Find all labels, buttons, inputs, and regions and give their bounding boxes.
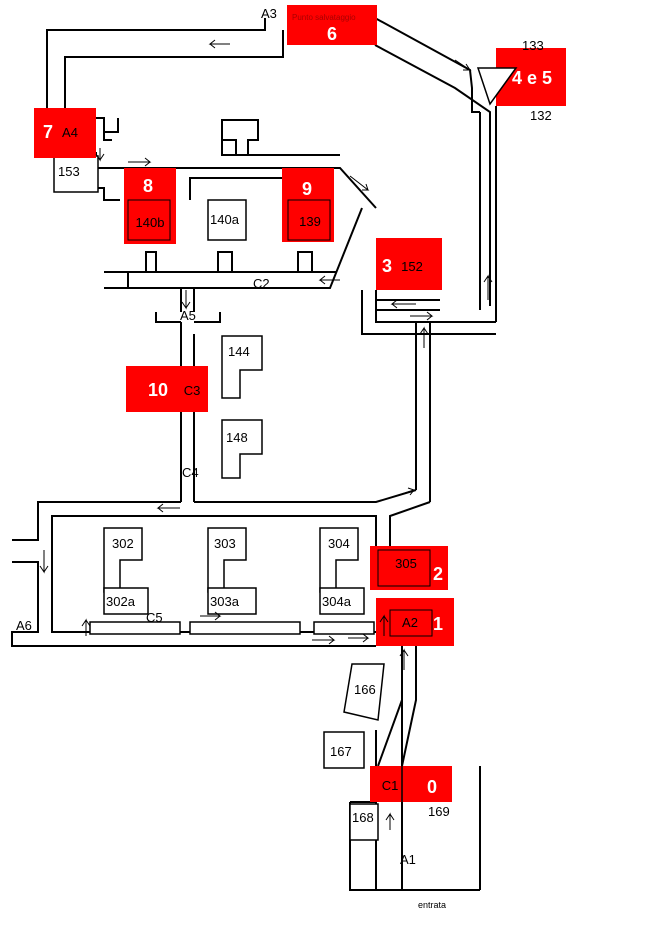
- room-c5-strip-3: [313, 621, 375, 635]
- room-304a: [319, 587, 365, 615]
- room-148: [221, 419, 263, 479]
- label-148: 148: [226, 430, 248, 445]
- room-144: [221, 335, 263, 399]
- label-166: 166: [354, 682, 376, 697]
- label-c4: C4: [182, 465, 199, 480]
- label-168: 168: [352, 810, 374, 825]
- red-zone-7: 7 A4: [34, 108, 96, 158]
- red-zone-10: 10 C3: [126, 366, 208, 412]
- zone-3-number: 3: [382, 256, 392, 276]
- zone-2-number: 2: [433, 564, 443, 584]
- zone-6-caption: Punto salvataggio: [292, 13, 356, 22]
- red-zone-0: C1 0: [370, 766, 452, 802]
- zone-10-number: 10: [148, 380, 168, 400]
- label-c5: C5: [146, 610, 163, 625]
- map-labels: A3 133 132 153 140a C2 A5 144 148 C4 302…: [16, 6, 552, 910]
- zone-7-number: 7: [43, 122, 53, 142]
- zone-8-label: 140b: [136, 215, 165, 230]
- rooms: [53, 155, 385, 841]
- zone-7-label: A4: [62, 125, 78, 140]
- corridor-walls: [11, 17, 497, 891]
- label-167: 167: [330, 744, 352, 759]
- label-169: 169: [428, 804, 450, 819]
- room-166: [343, 663, 385, 721]
- direction-arrows: [39, 39, 493, 830]
- zone-0-label: C1: [382, 778, 399, 793]
- label-c2: C2: [253, 276, 270, 291]
- zone-0-number: 0: [427, 777, 437, 797]
- zone-6-number: 6: [327, 24, 337, 44]
- room-153: [53, 155, 99, 193]
- room-140a: [207, 199, 247, 241]
- room-302a: [103, 587, 149, 615]
- red-zone-8: 8 140b: [124, 168, 176, 244]
- label-304a: 304a: [322, 594, 352, 609]
- label-a5: A5: [180, 308, 196, 323]
- label-a6: A6: [16, 618, 32, 633]
- label-132: 132: [530, 108, 552, 123]
- zone-1-label: A2: [402, 615, 418, 630]
- label-133: 133: [522, 38, 544, 53]
- zone-9-label: 139: [299, 214, 321, 229]
- room-c5-strip-1: [89, 621, 181, 635]
- label-302: 302: [112, 536, 134, 551]
- zone-3-label: 152: [401, 259, 423, 274]
- room-303a: [207, 587, 257, 615]
- label-a1: A1: [400, 852, 416, 867]
- room-168: [349, 803, 379, 841]
- label-entrata: entrata: [418, 900, 446, 910]
- red-zone-3: 3 152: [376, 238, 442, 290]
- label-303: 303: [214, 536, 236, 551]
- red-zone-4e5: 4 e 5: [476, 48, 566, 106]
- red-zone-1: A2 1: [376, 598, 454, 646]
- zone-9-number: 9: [302, 179, 312, 199]
- zone-8-number: 8: [143, 176, 153, 196]
- zone-2-label: 305: [395, 556, 417, 571]
- label-a3: A3: [261, 6, 277, 21]
- label-153: 153: [58, 164, 80, 179]
- label-303a: 303a: [210, 594, 240, 609]
- label-304: 304: [328, 536, 350, 551]
- red-zone-9: 9 139: [282, 168, 334, 242]
- red-zone-6: Punto salvataggio 6: [287, 5, 377, 45]
- zone-4e5-number: 4 e 5: [512, 68, 552, 88]
- label-302a: 302a: [106, 594, 136, 609]
- red-zone-2: 305 2: [370, 546, 448, 590]
- zone-1-number: 1: [433, 614, 443, 634]
- label-144: 144: [228, 344, 250, 359]
- label-140a: 140a: [210, 212, 240, 227]
- zone-10-label: C3: [184, 383, 201, 398]
- room-c5-strip-2: [189, 621, 301, 635]
- room-167: [323, 731, 365, 769]
